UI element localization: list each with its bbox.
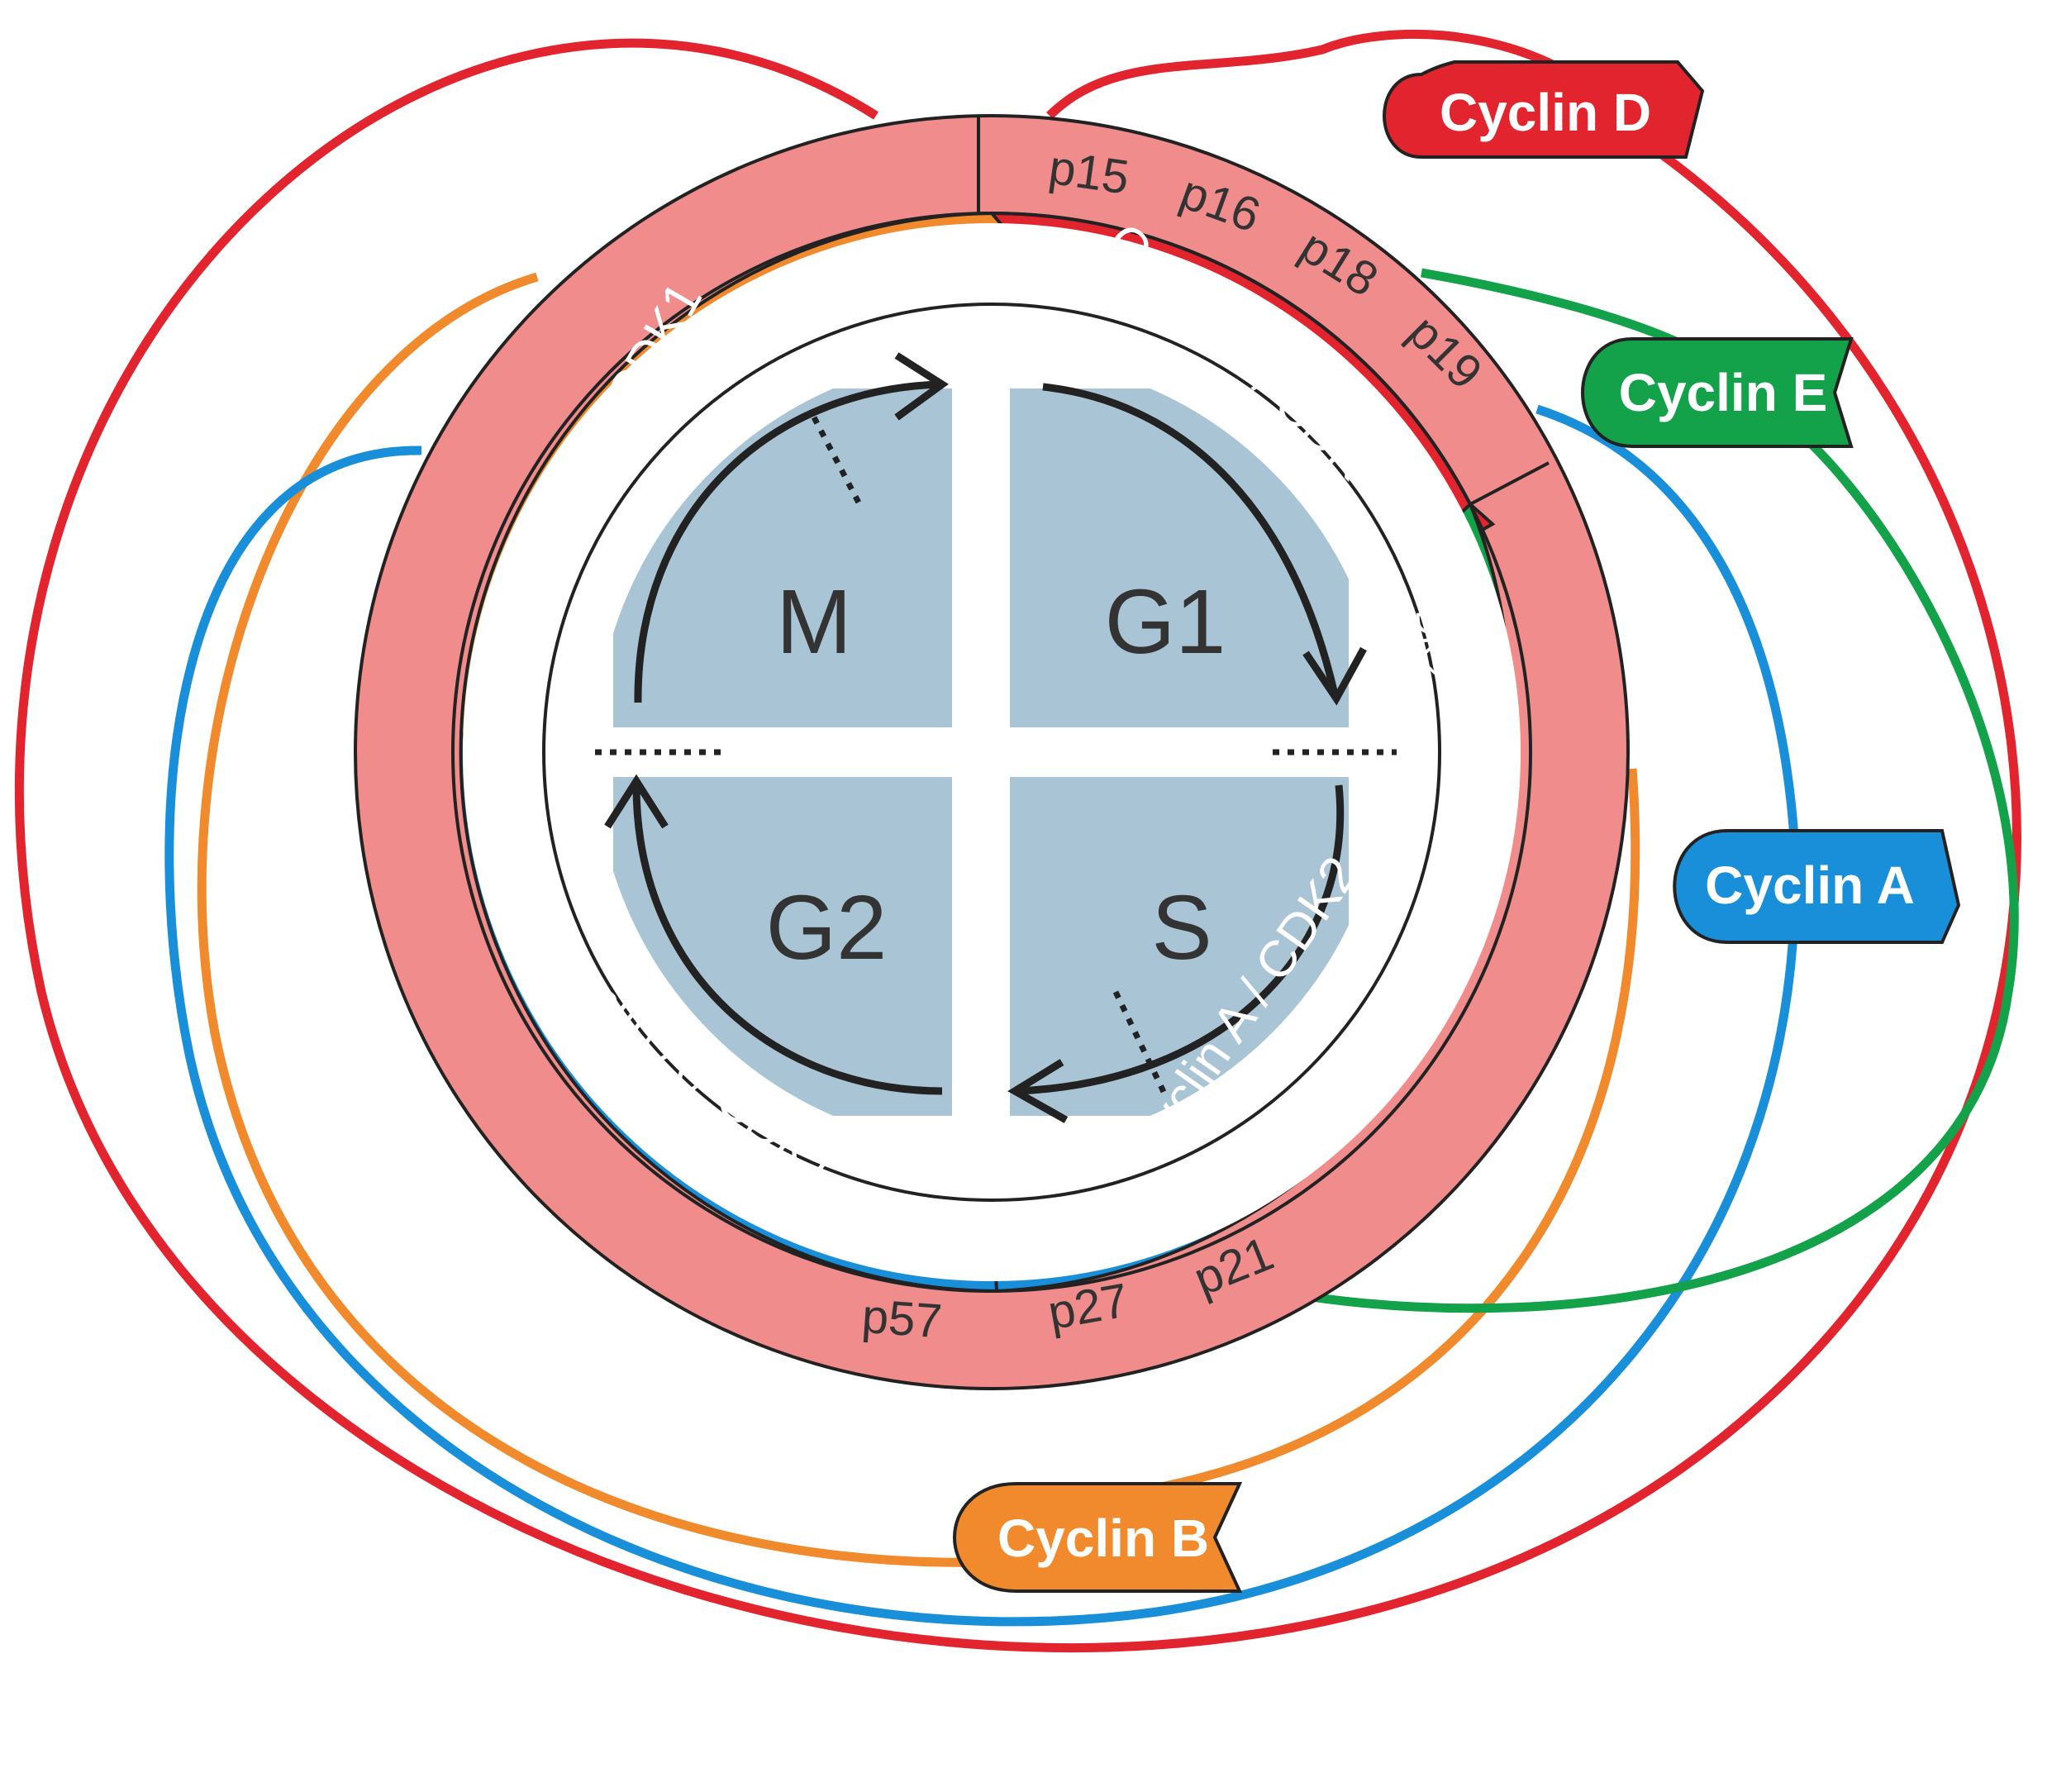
outer-complex-outline (451, 212, 1532, 1293)
complex-label-cyclin-e-line2: CDK2 (1406, 581, 1454, 681)
cycle-arrowhead-s (1007, 1059, 1069, 1123)
cyclin-d-loop (14, 29, 2021, 1652)
ink4-divider-right (1469, 461, 1550, 506)
cyclin-b-loop (197, 272, 1640, 1567)
cycle-arrow-g2 (632, 784, 943, 1095)
phase-label-g2: G2 (766, 877, 888, 979)
phase-label-s: S (1151, 877, 1212, 979)
cyclin-a-tag-label: Cyclin A (1705, 855, 1915, 915)
cyclin-a-tag (1673, 829, 1961, 944)
inner-ring-outline-top (542, 303, 1441, 1202)
phase-label-m: M (776, 571, 852, 673)
cyclin-b-tag-label: Cyclin B (997, 1508, 1209, 1568)
cycle-arrowhead-g2 (604, 774, 669, 829)
phase-label-g1: G1 (1105, 571, 1226, 673)
cycle-arrow-m (634, 380, 943, 703)
cyclin-a-loop (164, 404, 1800, 1627)
cycle-arrow-g1 (1042, 383, 1339, 696)
cyclin-e-tag-label: Cyclin E (1619, 363, 1828, 422)
cycle-arrowhead-m (894, 352, 949, 421)
cyclin-d-tag-label: Cyclin D (1440, 83, 1651, 142)
cyclin-d-tag (1383, 60, 1705, 159)
checkpoint-m-dots (811, 416, 863, 506)
checkpoint-s-dots (1112, 990, 1169, 1097)
inhibitor-label-p57: p57 (860, 1289, 944, 1349)
cyclin-e-tag (1581, 337, 1854, 448)
cycle-arrow-s (1016, 784, 1345, 1095)
phase-disc-mask (463, 223, 1521, 1281)
cycle-arrowhead-g1 (1302, 646, 1367, 706)
inhibitor-label-p15: p15 (1045, 141, 1132, 205)
cyclin-b-tag (953, 1482, 1243, 1593)
